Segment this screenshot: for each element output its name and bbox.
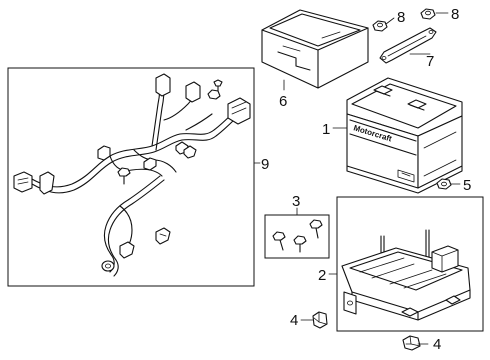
callout-8-right: 8 [451,6,459,23]
callout-4-lower: 4 [433,336,441,353]
callout-5: 5 [463,177,471,194]
callout-1: 1 [322,121,330,138]
leader-8a [385,17,395,25]
battery-cable-harness [13,73,251,277]
callout-9: 9 [261,156,269,173]
callout-8-left: 8 [397,9,405,26]
callout-4-upper: 4 [290,312,298,329]
bracket-nut-left [372,20,388,32]
tray-clip-lower [402,335,421,351]
tray-clip-upper [312,311,328,329]
hold-down-nut [436,178,452,190]
hold-down-bracket [379,27,437,64]
callout-3: 3 [292,193,300,210]
callout-7: 7 [426,53,434,70]
bracket-nut-right [420,8,436,20]
battery-tray [341,229,471,321]
tray-bolt-left [272,231,286,251]
tray-group-box [336,196,484,332]
callout-6: 6 [279,93,287,110]
callout-2: 2 [318,267,326,284]
harness-group-box [7,67,255,287]
tray-bolt-middle [293,235,307,253]
battery-cover [261,9,369,89]
tray-bolt-right [309,219,323,239]
battery: Motorcraft [346,77,463,194]
